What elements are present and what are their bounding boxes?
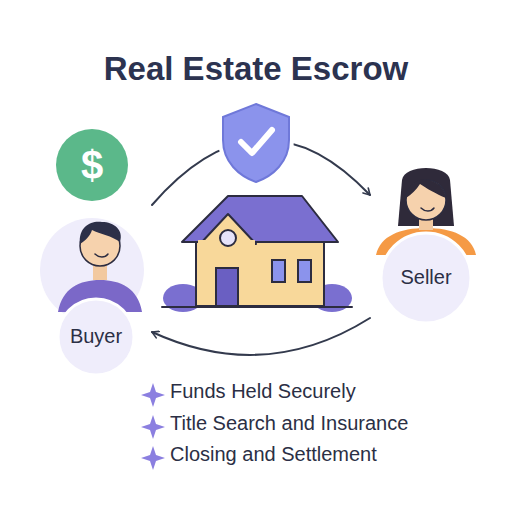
window: [272, 260, 285, 282]
title: Real Estate Escrow: [0, 50, 512, 88]
sparkle-bullet: [141, 446, 165, 470]
flow-arrow: [152, 318, 370, 355]
shield-outer: [223, 104, 289, 182]
smile: [421, 208, 434, 211]
smile: [95, 254, 108, 257]
person-node: Buyer: [40, 200, 152, 382]
window: [298, 260, 311, 282]
house-roof: [182, 196, 338, 242]
check-mark: [241, 130, 272, 153]
hair: [398, 168, 454, 226]
hair: [80, 222, 121, 244]
door: [216, 268, 238, 306]
node-label: Buyer: [40, 325, 152, 348]
head: [406, 180, 446, 220]
person-node: Seller: [370, 160, 482, 330]
bullet-text: Closing and Settlement: [170, 443, 377, 466]
bullet-text: Title Search and Insurance: [170, 412, 408, 435]
person-figure: [40, 200, 152, 382]
shield: [223, 104, 289, 182]
ground-line: [162, 306, 352, 308]
dollar-badge: [56, 129, 128, 201]
sparkle-bullet: [141, 415, 165, 439]
person-figure: [370, 160, 482, 330]
dollar-sign: $: [56, 129, 128, 201]
fringe: [406, 180, 446, 198]
sparkle-bullet: [141, 383, 165, 407]
round-window: [220, 230, 236, 246]
bullet-text: Funds Held Securely: [170, 380, 356, 403]
node-label: Seller: [370, 266, 482, 289]
house-body: [196, 238, 324, 306]
